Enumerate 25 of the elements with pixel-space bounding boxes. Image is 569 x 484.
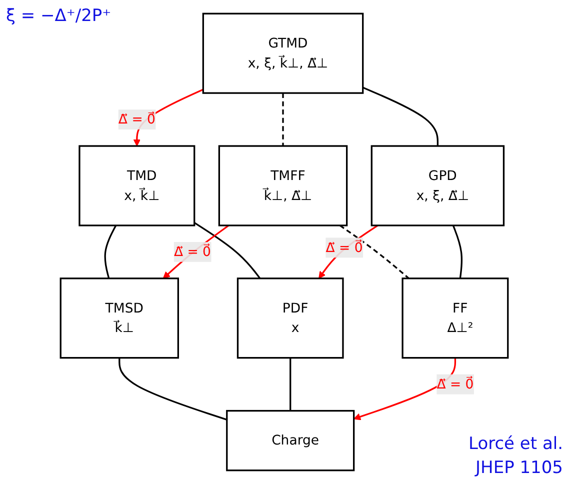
node-box <box>60 278 180 359</box>
connector <box>362 86 439 146</box>
node-box <box>402 278 509 359</box>
connector <box>452 225 463 278</box>
connector <box>194 222 261 279</box>
node-box <box>202 12 364 94</box>
connector <box>104 225 117 279</box>
connector <box>290 358 292 411</box>
citation-note: Lorcé et al. <box>468 434 563 454</box>
connector <box>118 358 228 420</box>
citation-note: JHEP 1105 <box>476 458 563 478</box>
connector <box>340 224 410 280</box>
edge-label: Δ⃗ = 0⃗ <box>118 111 156 127</box>
formula-note: ξ = −Δ⁺/2P⁺ <box>6 6 112 26</box>
node-box <box>218 145 348 226</box>
node-box <box>78 145 196 226</box>
node-box <box>371 145 505 226</box>
connector <box>282 93 284 146</box>
edge-label: Δ⃗ = 0⃗ <box>174 244 212 260</box>
edge-label: Δ⃗ = 0⃗ <box>326 239 364 256</box>
node-box <box>226 410 355 472</box>
arrow <box>318 224 379 279</box>
edge-label: Δ⃗ = 0⃗ <box>436 376 474 392</box>
node-box <box>237 278 344 359</box>
arrow <box>163 224 230 279</box>
